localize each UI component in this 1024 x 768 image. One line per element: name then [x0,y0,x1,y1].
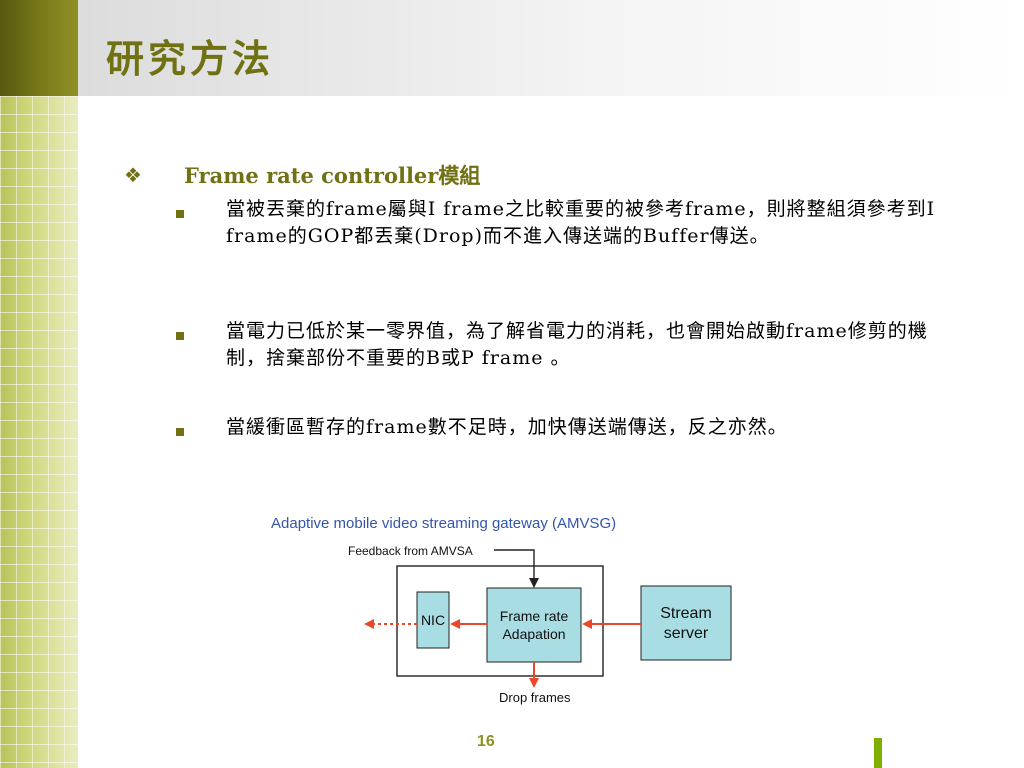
bullet-item-2: 當電力已低於某一零界值，為了解省電力的消耗，也會開始啟動frame修剪的機制，捨… [226,320,928,369]
stream-server-label-line1: Stream [660,605,712,622]
bullet-item-3: 當緩衝區暫存的frame數不足時，加快傳送端傳送，反之亦然。 [226,416,788,438]
corner-block [0,0,78,96]
feedback-label: Feedback from AMVSA [348,544,473,558]
drop-frames-label: Drop frames [499,690,571,705]
slide-title: 研究方法 [106,36,275,81]
stream-server-box [640,585,732,661]
stream-server-label-line2: server [664,625,709,642]
frame-rate-label-line2: Adapation [502,626,565,642]
gateway-box [396,565,604,677]
green-accent-bar [874,738,882,768]
square-bullet-icon [176,210,184,218]
diamond-cluster-icon: ❖ [124,163,142,187]
left-strip-grid-vertical [0,96,78,768]
bullet-item-1: 當被丟棄的frame屬與I frame之比較重要的被參考frame，則將整組須參… [226,198,936,247]
title-bar [78,0,1024,96]
feedback-arrow [494,549,539,588]
nic-box [416,591,450,649]
frame-rate-label-line1: Frame rate [500,608,569,624]
section-heading: Frame rate controller模組 [184,163,481,188]
square-bullet-icon [176,332,184,340]
square-bullet-icon [176,428,184,436]
nic-label: NIC [421,612,445,628]
diagram-title: Adaptive mobile video streaming gateway … [271,515,616,532]
amvsg-diagram: Adaptive mobile video streaming gateway … [271,515,732,705]
frame-rate-box [486,587,582,663]
page-number: 16 [477,733,495,750]
